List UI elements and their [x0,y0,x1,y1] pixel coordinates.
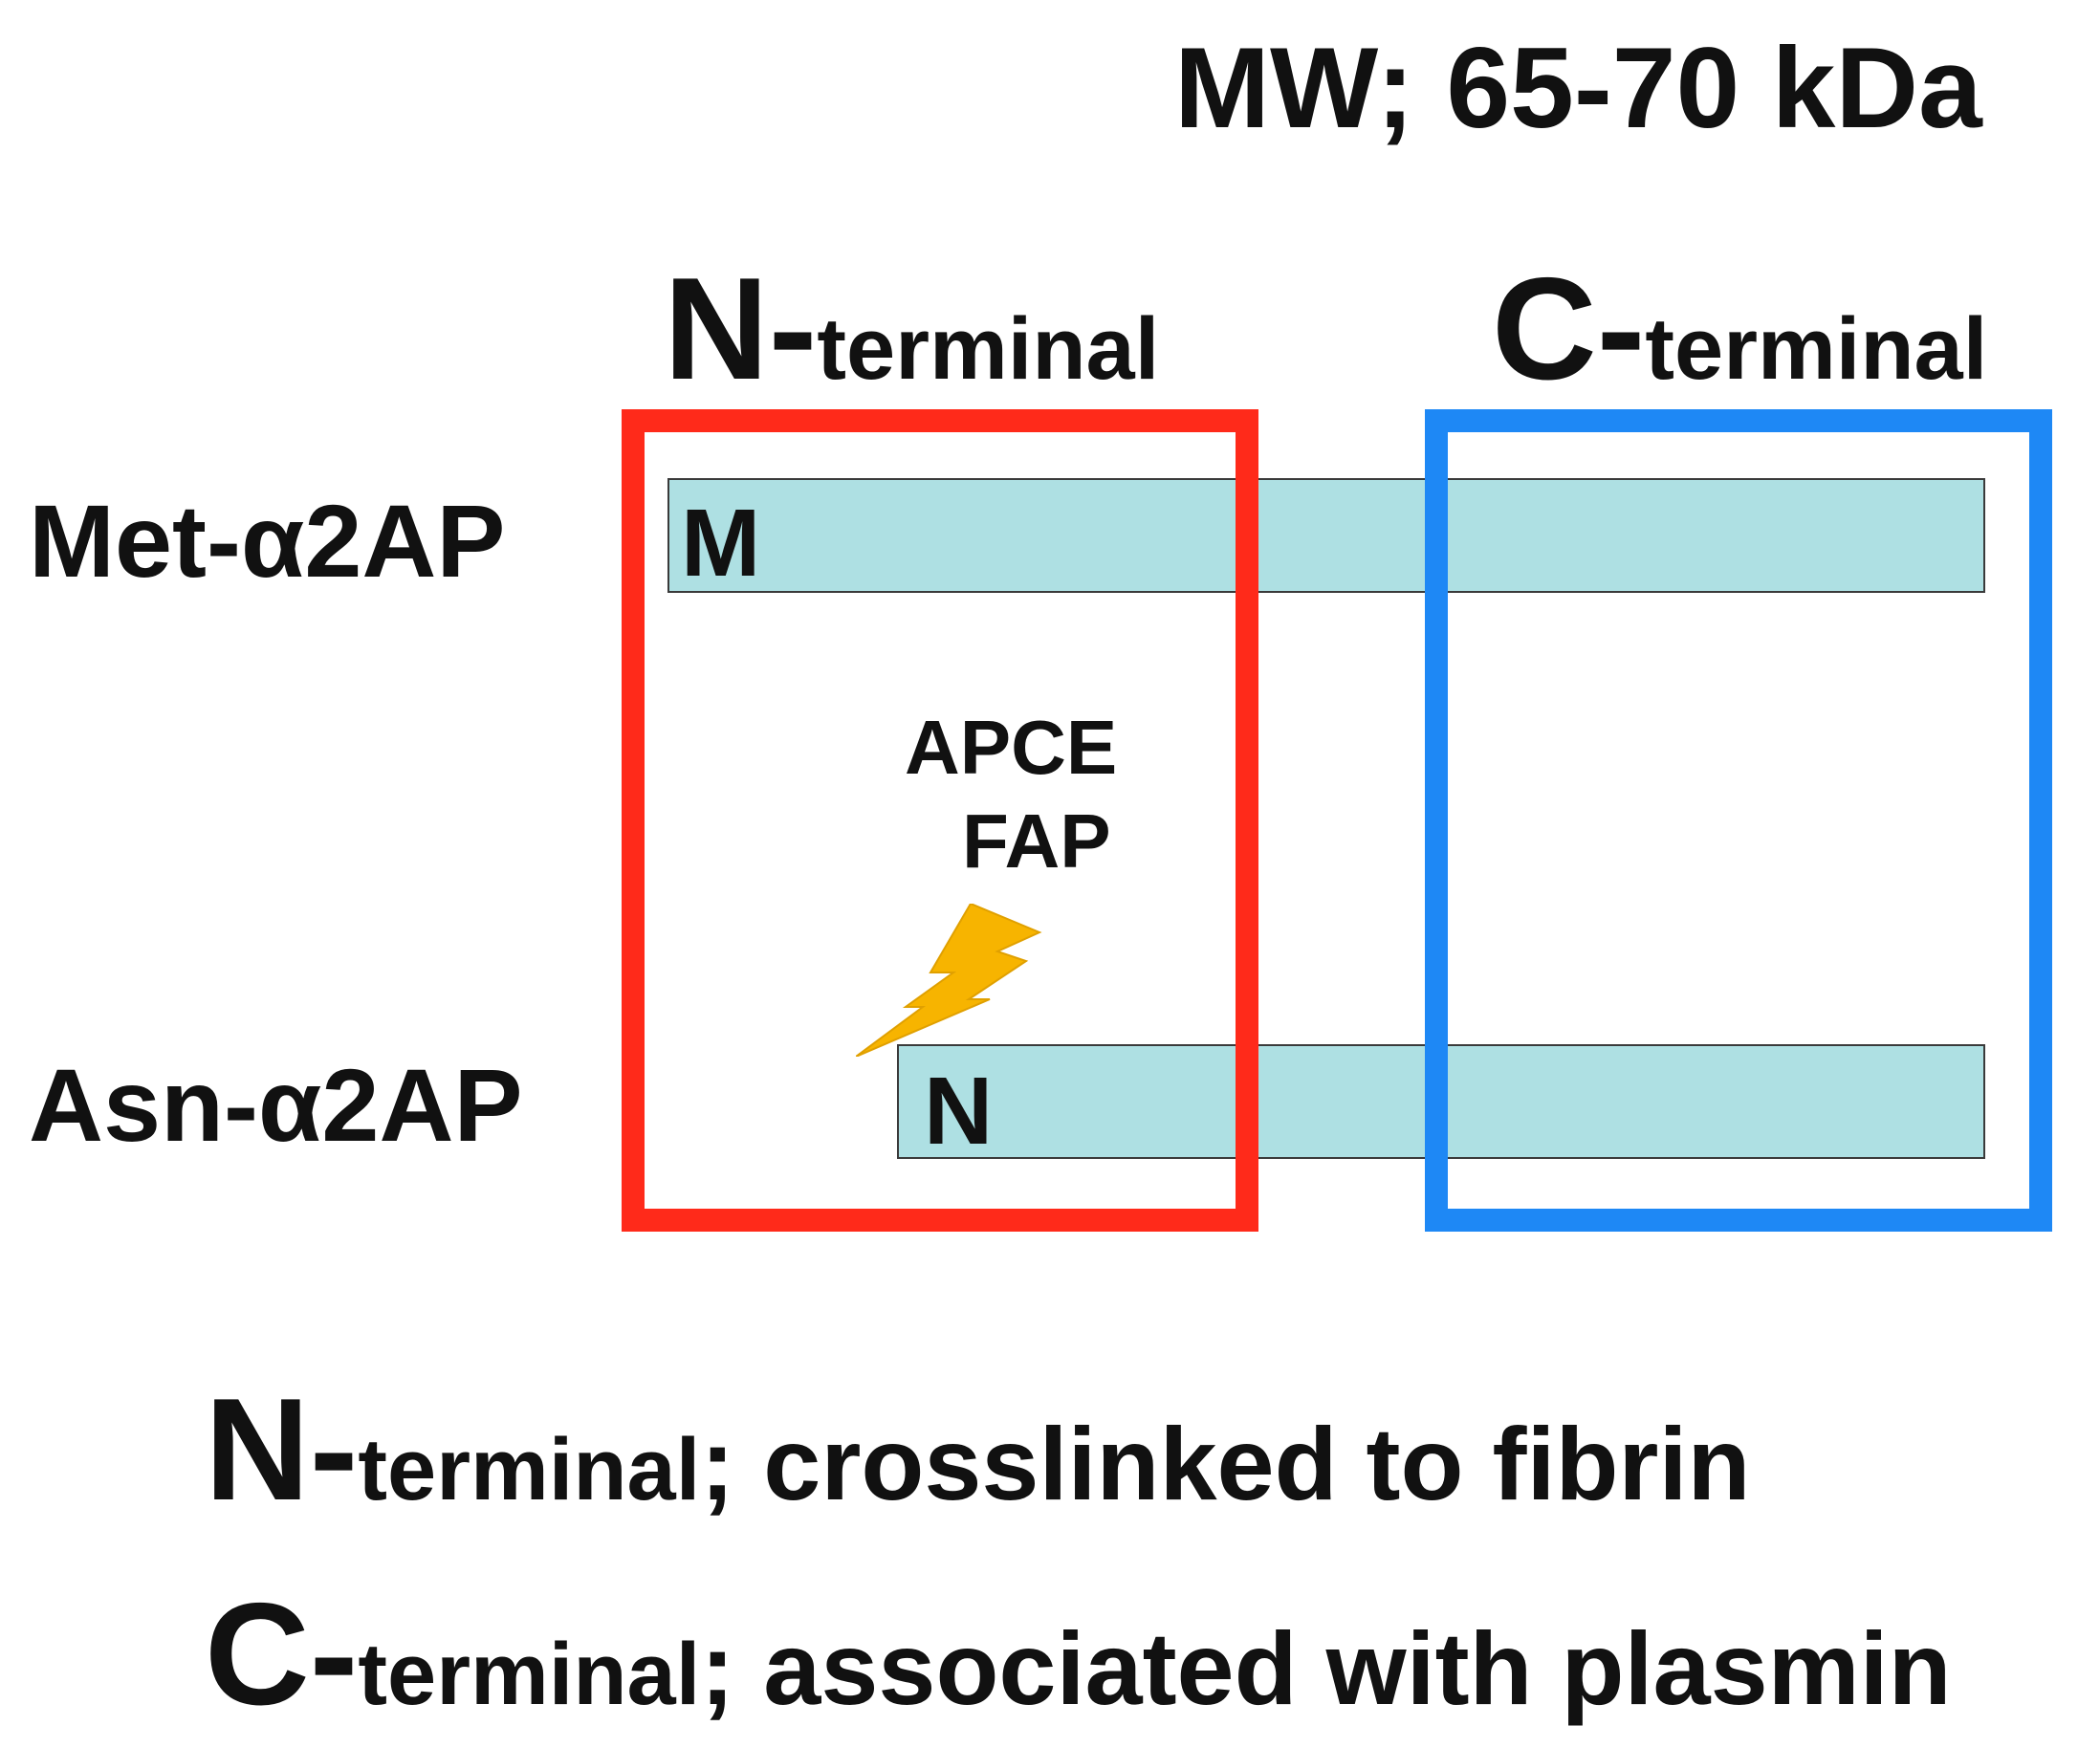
n-terminal-note-letter: N- [205,1368,359,1531]
c-terminal-note: C-terminal; associated with plasmin [205,1582,1952,1727]
c-terminal-note-text: ; associated with plasmin [700,1610,1952,1726]
n-terminal-header: N-terminal [664,256,1159,402]
enzyme-fap-label: FAP [962,798,1111,884]
c-terminal-note-letter: C- [205,1573,359,1736]
n-terminal-note-text: ; crosslinked to fibrin [700,1406,1751,1521]
c-terminal-note-word: terminal [358,1626,701,1723]
n-terminal-note: N-terminal; crosslinked to fibrin [205,1377,1750,1522]
met-a2ap-label: Met-α2AP [29,483,506,599]
n-terminal-header-word: terminal [817,300,1160,398]
c-terminal-header-word: terminal [1645,300,1988,398]
n-terminal-note-word: terminal [358,1421,701,1519]
asn-a2ap-label: Asn-α2AP [29,1047,523,1163]
enzyme-apce-label: APCE [905,705,1118,790]
met-a2ap-bar [667,478,1985,593]
lightning-bolt-icon [856,904,1042,1057]
asn-terminal-letter: N [924,1058,994,1165]
c-terminal-header-letter: C- [1492,248,1646,410]
n-terminal-header-letter: N- [664,248,818,410]
c-terminal-region-box [1425,409,2052,1232]
molecular-weight-title: MW; 65-70 kDa [1174,24,1982,152]
met-terminal-letter: M [681,490,761,597]
n-terminal-region-box [622,409,1258,1232]
c-terminal-header: C-terminal [1492,256,1987,402]
